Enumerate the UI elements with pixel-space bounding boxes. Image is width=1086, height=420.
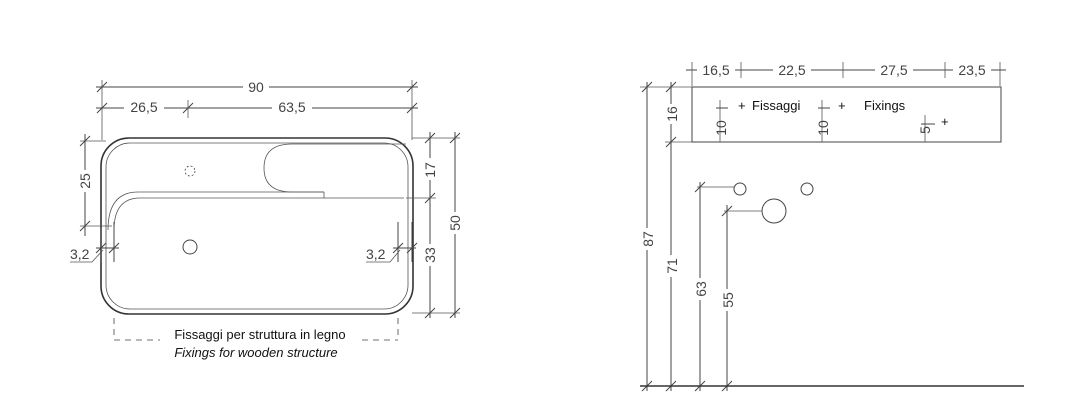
dim-hole-offset: 26,5 63,5	[96, 99, 418, 118]
fixing-plus-2: +	[838, 98, 846, 113]
dim-fix-3-label: 27,5	[880, 62, 907, 78]
note-fixings-english: Fixings for wooden structure	[174, 345, 337, 360]
dim-fix-4-label: 23,5	[958, 62, 985, 78]
note-fixings-italian: Fissaggi per struttura in legno	[174, 327, 345, 342]
dim-left-offset-label: 26,5	[130, 99, 157, 115]
dim-basin-depth-label: 33	[422, 247, 438, 263]
dim-top-depth: 25	[76, 134, 112, 236]
dim-total-height-label: 87	[640, 231, 656, 247]
mounting-panel	[691, 86, 1002, 143]
label-fissaggi: Fissaggi	[752, 98, 801, 113]
dim-side-right: 3,2	[366, 222, 418, 263]
dim-right-offset-label: 63,5	[278, 99, 305, 115]
dim-height-71: 71	[663, 142, 680, 392]
dim-fix-y1-label: 10	[713, 120, 729, 136]
fixing-plus-3: +	[941, 114, 949, 129]
basin-outline	[100, 137, 414, 315]
dim-top-depth-label: 25	[77, 173, 93, 189]
dim-fix-y2-label: 10	[815, 120, 831, 136]
drain-hole	[182, 239, 198, 255]
dim-right-depths: 17 33 50	[406, 132, 463, 319]
dim-height-55-label: 55	[720, 292, 736, 308]
fixing-markers: + Fissaggi + Fixings +	[738, 98, 949, 129]
dim-overall-depth-label: 50	[447, 215, 463, 231]
dim-fix-1-label: 16,5	[702, 62, 729, 78]
wall-holes: 63 55	[692, 181, 814, 392]
dim-overall-width: 90	[96, 78, 418, 140]
dim-fixings-row: 16,5 22,5 27,5 23,5	[686, 62, 1006, 86]
dim-fixings-vertical: 10 10 5	[713, 100, 935, 142]
dim-height-63-label: 63	[693, 281, 709, 297]
dim-panel-height: 16	[663, 81, 692, 148]
fixing-plus-1: +	[738, 98, 746, 113]
wooden-structure-outline	[113, 318, 399, 341]
dim-overall-width-label: 90	[248, 79, 264, 95]
dim-side-left: 3,2	[70, 222, 120, 263]
dim-shelf-depth-label: 17	[422, 162, 438, 178]
tap-hole	[184, 165, 196, 177]
dim-panel-height-label: 16	[664, 106, 680, 122]
dim-height-71-label: 71	[664, 258, 680, 274]
soap-recess	[263, 143, 406, 193]
label-fixings: Fixings	[864, 98, 906, 113]
elevation-view: 16,5 22,5 27,5 23,5 + Fissaggi + Fixings…	[639, 62, 1024, 392]
dim-side-left-label: 3,2	[70, 246, 90, 262]
fixing-hole-right	[800, 182, 814, 196]
dim-side-right-label: 3,2	[366, 246, 386, 262]
fixing-hole-left	[733, 182, 747, 196]
waste-hole	[761, 198, 787, 224]
dim-fix-y3-label: 5	[917, 126, 933, 134]
dim-total-height: 87	[639, 81, 665, 392]
dim-fix-2-label: 22,5	[778, 62, 805, 78]
top-view: 90 26,5 63,5	[70, 78, 463, 360]
